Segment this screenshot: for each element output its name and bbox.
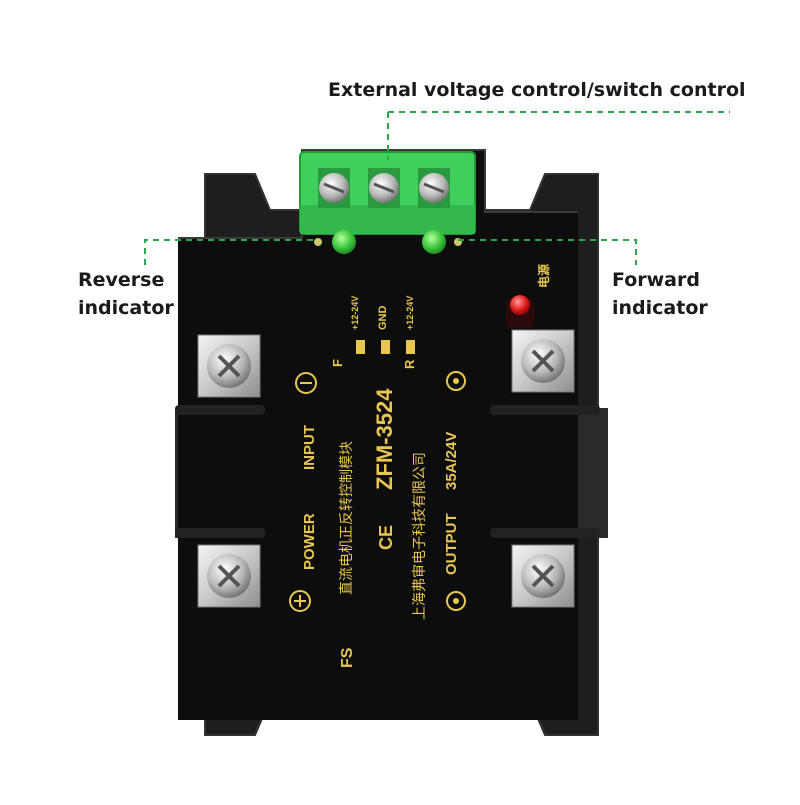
- power-led-label: 电源: [536, 264, 551, 288]
- reverse-indicator-led: [332, 230, 356, 254]
- power-terminal-output-1: [511, 329, 575, 393]
- model-number: ZFM-3524: [372, 388, 397, 490]
- chinese-description: 直流电机正反转控制模块: [338, 441, 355, 595]
- terminal-f-label: F: [330, 359, 345, 367]
- forward-indicator-callout: Forward indicator: [612, 266, 708, 322]
- input-label: INPUT: [301, 425, 318, 470]
- external-control-callout: External voltage control/switch control: [328, 76, 746, 104]
- terminal-f-volt-label: +12-24V: [350, 296, 360, 330]
- power-label: POWER: [301, 513, 318, 570]
- power-terminal-input-plus: [197, 544, 261, 608]
- brand-logo: FS: [339, 647, 356, 668]
- forward-indicator-label-line1: Forward: [612, 269, 700, 291]
- power-terminal-output-2: [511, 544, 575, 608]
- module-body: [178, 149, 578, 720]
- terminal-r-label: R: [402, 359, 417, 369]
- reverse-indicator-label-line1: Reverse: [78, 269, 165, 291]
- callout-leader-lines: [144, 111, 730, 265]
- plus-symbol-icon: [289, 590, 311, 612]
- reverse-indicator-label-line2: indicator: [78, 297, 174, 319]
- control-terminal-legend: F R GND +12-24V +12-24V: [330, 296, 417, 369]
- screw-terminal-icon: [368, 168, 400, 208]
- output-circle-icon: [446, 591, 466, 611]
- chinese-company: 上海弗审电子科技有限公司: [412, 452, 428, 620]
- external-control-label: External voltage control/switch control: [328, 79, 746, 101]
- screw-terminal-icon: [418, 168, 450, 208]
- rating: 35A/24V: [443, 432, 460, 490]
- output-label: OUTPUT: [443, 513, 460, 575]
- terminal-gnd-label: GND: [377, 306, 389, 331]
- terminal-r-volt-label: +12-24V: [405, 296, 415, 330]
- reverse-indicator-callout: Reverse indicator: [78, 266, 174, 322]
- power-terminal-input-minus: [197, 334, 261, 398]
- ce-mark: CE: [376, 525, 396, 550]
- screw-terminal-icon: [318, 168, 350, 208]
- forward-indicator-label-line2: indicator: [612, 297, 708, 319]
- minus-symbol-icon: [295, 372, 317, 394]
- power-indicator-led: [506, 295, 534, 328]
- screw-terminal-block: [299, 151, 476, 235]
- forward-indicator-led: [422, 230, 446, 254]
- output-circle-icon: [446, 371, 466, 391]
